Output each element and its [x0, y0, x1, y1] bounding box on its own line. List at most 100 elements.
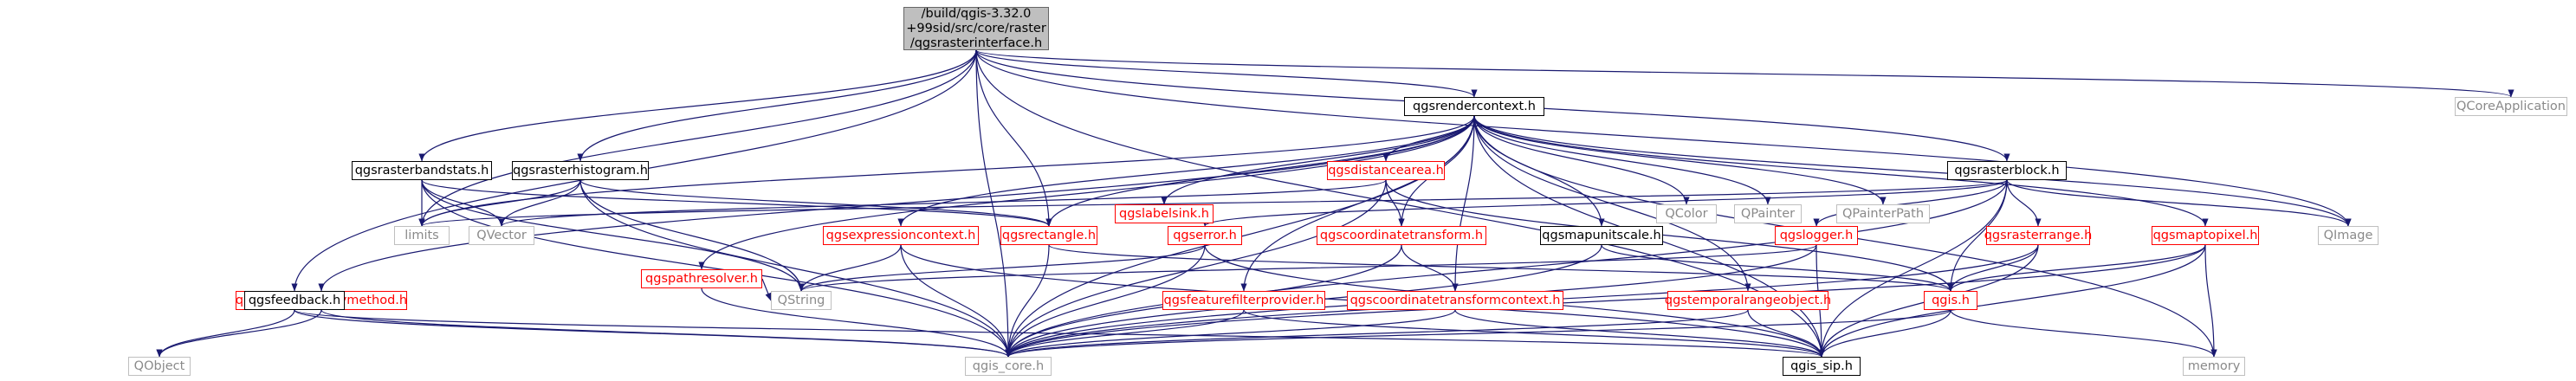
edge-qgsmaptopixel-to-qgis-sip: [1818, 244, 2206, 358]
node-qgsrasterbandstats[interactable]: qgsrasterbandstats.h: [352, 161, 492, 180]
node-qgsrasterhistogram[interactable]: qgsrasterhistogram.h: [512, 161, 649, 180]
node-qgsdistancearea[interactable]: qgsdistancearea.h: [1327, 161, 1445, 180]
edge-root-to-qcoreapplication: [975, 49, 2515, 98]
edge-qgsrasterrange-to-qgis: [1947, 244, 2039, 292]
node-qpainterpath: QPainterPath: [1836, 204, 1930, 223]
edge-qgsvectorsimplifymethod-to-qobject: [156, 309, 322, 358]
node-qgsfeaturefilterprovider[interactable]: qgsfeaturefilterprovider.h: [1162, 291, 1325, 310]
edge-qgsrendercontext-to-qgspathresolver: [698, 115, 1475, 270]
edge-qgsrendercontext-to-qgstemporalrangeobject: [1473, 115, 1751, 292]
edge-qgstemporalrangeobject-to-qgis-sip: [1747, 309, 1825, 358]
edge-qgscoordinatetransformcontext-to-qgis-core: [1005, 309, 1456, 358]
edge-qgsrendercontext-to-qgslabelsink: [1161, 115, 1475, 205]
edge-qgsmaptopixel-to-qgis: [1947, 244, 2206, 292]
node-qgsmaptopixel[interactable]: qgsmaptopixel.h: [2152, 226, 2259, 245]
edge-qgsdistancearea-to-qgis: [1385, 179, 1954, 292]
edge-qgsrasterhistogram-to-limits: [418, 179, 581, 227]
edge-qgspathresolver-to-qgis-core: [701, 287, 1012, 358]
edge-qgslogger-to-qstring: [798, 244, 1817, 292]
edge-qgsrasterhistogram-to-qvector: [498, 179, 581, 227]
edge-root-to-qgsrasterhistogram: [577, 49, 977, 162]
node-qgslogger[interactable]: qgslogger.h: [1775, 226, 1858, 245]
edge-qgis-to-qgis-sip: [1818, 309, 1951, 358]
edge-qgsexpressioncontext-to-qstring: [798, 244, 902, 292]
edge-qgsrendercontext-to-qgsmapunitscale: [1473, 115, 1605, 227]
node-qgsrectangle[interactable]: qgsrectangle.h: [1000, 226, 1097, 245]
edge-root-to-qgsrasterbandstats: [418, 49, 977, 162]
node-qstring: QString: [771, 291, 832, 310]
edge-qgstemporalrangeobject-to-qgis-core: [1005, 309, 1749, 358]
node-qgsexpressioncontext[interactable]: qgsexpressioncontext.h: [823, 226, 979, 245]
node-qgsrendercontext[interactable]: qgsrendercontext.h: [1404, 97, 1544, 116]
edge-qgsrasterblock-to-qgis-sip: [1818, 179, 2008, 358]
edge-qgsrasterbandstats-to-qvector: [421, 179, 505, 227]
edge-qgsfeaturefilterprovider-to-qgis-sip: [1243, 309, 1825, 358]
edge-root-to-qgsrectangle: [975, 49, 1052, 227]
node-qobject: QObject: [128, 357, 191, 376]
edge-qgsrasterblock-to-limits: [418, 179, 2008, 227]
edge-qgsrasterhistogram-to-qgis-core: [579, 179, 1012, 358]
edge-qgserror-to-qstring: [798, 244, 1206, 292]
edge-qgsrasterblock-to-qimage: [2006, 179, 2352, 227]
edge-qgsrasterhistogram-to-qstring: [579, 179, 805, 292]
node-memory: memory: [2183, 357, 2245, 376]
edge-qgsrendercontext-to-qgsmaptopixel: [1473, 115, 2209, 227]
node-qgis-sip[interactable]: qgis_sip.h: [1783, 357, 1861, 376]
edge-qgsrasterblock-to-qgsrasterrange: [2006, 179, 2042, 227]
edge-qgsrendercontext-to-qgsrectangle: [1045, 115, 1475, 227]
node-qgsfeedback[interactable]: qgsfeedback.h: [244, 291, 345, 310]
node-qgsmapunitscale[interactable]: qgsmapunitscale.h: [1540, 226, 1663, 245]
node-qgslabelsink[interactable]: qgslabelsink.h: [1115, 204, 1214, 223]
edge-qgsrasterblock-to-qgserror: [1201, 179, 2008, 227]
node-qpainter: QPainter: [1734, 204, 1802, 223]
edge-qgsrasterbandstats-to-qgis-core: [421, 179, 1012, 358]
node-limits: limits: [394, 226, 450, 245]
edge-root-to-qimage: [975, 49, 2352, 227]
edge-qgsrendercontext-to-qgsexpressioncontext: [897, 115, 1475, 227]
node-qgis-core: qgis_core.h: [965, 357, 1052, 376]
edge-qgsrasterhistogram-to-qgsrectangle: [579, 179, 1052, 227]
node-qgsrasterblock[interactable]: qgsrasterblock.h: [1947, 161, 2067, 180]
edge-qgsrasterbandstats-to-qgsrectangle: [421, 179, 1052, 227]
edge-qgsrasterbandstats-to-qstring: [421, 179, 805, 292]
edge-root-to-qgis-core: [975, 49, 1012, 358]
edge-qgsfeedback-to-qgis-sip: [294, 309, 1825, 358]
node-root: /build/qgis-3.32.0 +99sid/src/core/raste…: [903, 7, 1049, 50]
node-qgscoordinatetransformcontext[interactable]: qgscoordinatetransformcontext.h: [1347, 291, 1563, 310]
edge-qgsrasterblock-to-qgslogger: [1813, 179, 2008, 227]
node-qgis[interactable]: qgis.h: [1924, 291, 1977, 310]
edge-qgsrectangle-to-qgis: [1048, 244, 1954, 292]
edge-qgsmaptopixel-to-memory: [2204, 244, 2217, 358]
node-qgspathresolver[interactable]: qgspathresolver.h: [641, 269, 762, 288]
edge-qgsrendercontext-to-qpainter: [1473, 115, 1771, 205]
edge-root-to-qgsrendercontext: [975, 49, 1478, 98]
node-qimage: QImage: [2318, 226, 2379, 245]
node-qcolor: QColor: [1656, 204, 1717, 223]
edge-qgsrectangle-to-qgis-core: [1005, 244, 1050, 358]
edge-qgsdistancearea-to-qgscoordinatetransform: [1385, 179, 1405, 227]
edge-qgsrendercontext-to-limits: [418, 115, 1475, 227]
edge-qgsrendercontext-to-qpainterpath: [1473, 115, 1887, 205]
edge-qgsrendercontext-to-qimage: [1473, 115, 2352, 227]
edge-qgsrendercontext-to-qgsvectorsimplifymethod: [318, 115, 1475, 292]
edge-qgscoordinatetransformcontext-to-qgis-sip: [1454, 309, 1825, 358]
node-qgsrasterrange[interactable]: qgsrasterrange.h: [1984, 226, 2092, 245]
edge-qgspathresolver-to-qstring: [761, 278, 772, 301]
node-qgserror[interactable]: qgserror.h: [1168, 226, 1242, 245]
edge-qgsfeedback-to-qobject: [156, 309, 295, 358]
node-qgstemporalrangeobject[interactable]: qgstemporalrangeobject.h: [1665, 291, 1831, 310]
edge-qgsmapunitscale-to-qgis: [1601, 244, 1954, 292]
edge-qgis-to-memory: [1950, 309, 2217, 358]
edge-qgis-to-qgis-core: [1005, 309, 1951, 358]
edge-qgsrendercontext-to-qgscoordinatetransformcontext: [1452, 115, 1475, 292]
edge-qgserror-to-qgis-core: [1005, 244, 1206, 358]
node-qvector: QVector: [469, 226, 534, 245]
edge-qgscoordinatetransform-to-qgscoordinatetransformcontext: [1401, 244, 1459, 292]
node-qgscoordinatetransform[interactable]: qgscoordinatetransform.h: [1317, 226, 1486, 245]
edge-qgsmaptopixel-to-qgis-core: [1005, 244, 2206, 358]
edge-qgsdistancearea-to-qgis-core: [1005, 179, 1387, 358]
edge-qgsrendercontext-to-qcolor: [1473, 115, 1690, 205]
edge-qgsfeedback-to-qgis-core: [294, 309, 1012, 358]
